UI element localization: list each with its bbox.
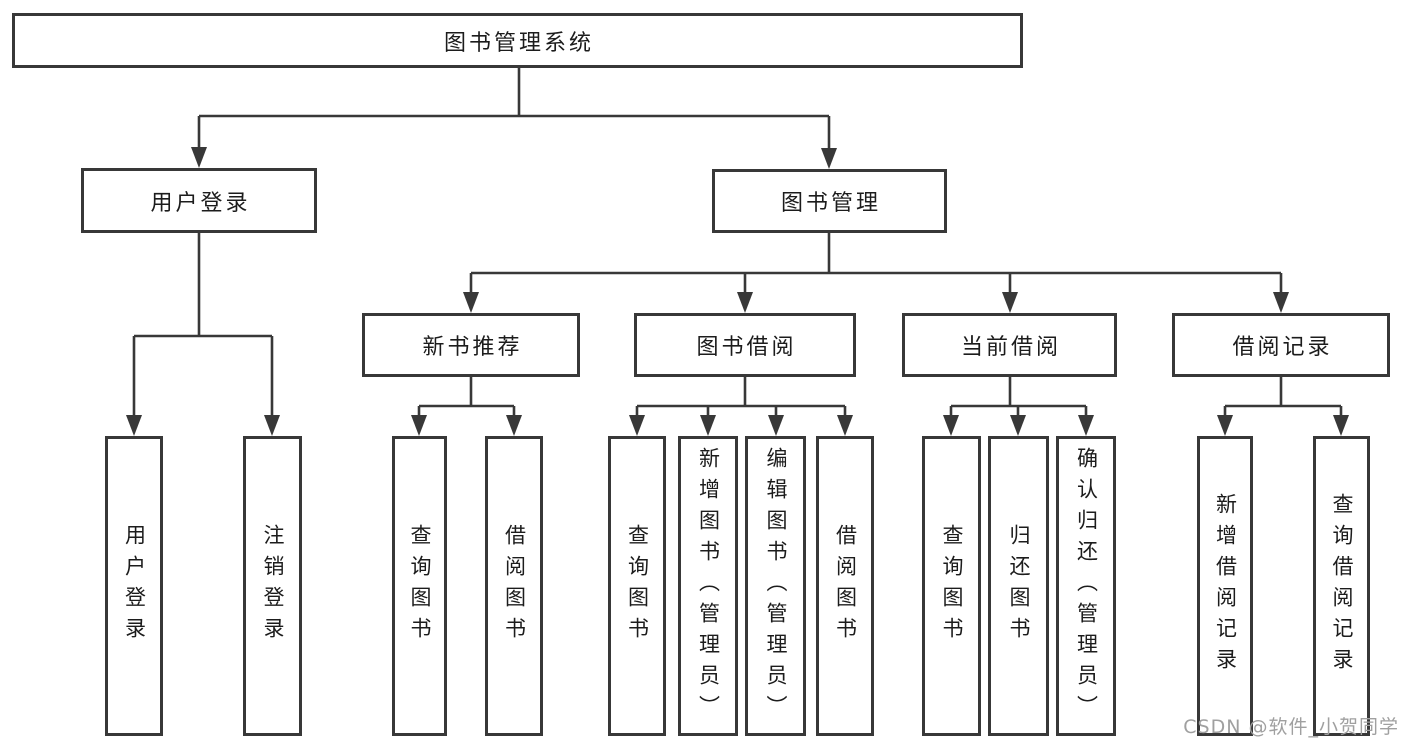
node-label: 新书推荐 <box>422 335 523 360</box>
leaf-borrow-books-1: 借阅图书 <box>485 436 543 736</box>
node-current-borrowing: 当前借阅 <box>902 313 1117 377</box>
node-new-book-recommend: 新书推荐 <box>362 313 580 377</box>
node-label: 用户登录 <box>150 190 251 216</box>
connector-current-borrowing-children <box>943 377 1094 436</box>
node-label: 借阅图书 <box>502 524 527 648</box>
node-label: 查询借阅记录 <box>1330 493 1354 679</box>
node-label: 借阅记录 <box>1232 335 1333 360</box>
node-borrowing-records: 借阅记录 <box>1172 313 1390 377</box>
leaf-logout: 注销登录 <box>243 436 302 736</box>
node-label: 查询图书 <box>625 524 650 648</box>
leaf-query-books-2: 查询图书 <box>608 436 666 736</box>
node-label: 确认归还（管理员） <box>1074 446 1099 726</box>
leaf-borrow-books-2: 借阅图书 <box>816 436 874 736</box>
node-label: 图书借阅 <box>696 335 797 360</box>
node-label: 用户登录 <box>122 524 147 648</box>
leaf-user-login: 用户登录 <box>105 436 163 736</box>
leaf-add-book-admin: 新增图书（管理员） <box>678 436 738 736</box>
node-label: 新增图书（管理员） <box>696 446 721 726</box>
connector-book-management-children <box>463 233 1289 313</box>
leaf-edit-book-admin: 编辑图书（管理员） <box>745 436 806 736</box>
connector-user-login-children <box>126 233 280 436</box>
node-label: 编辑图书（管理员） <box>764 446 788 726</box>
node-user-login: 用户登录 <box>81 168 317 233</box>
node-book-borrowing: 图书借阅 <box>634 313 856 377</box>
node-label: 图书管理 <box>780 191 881 216</box>
connector-book-borrowing-children <box>629 377 853 436</box>
connector-new-book-children <box>411 377 522 436</box>
node-book-management: 图书管理 <box>712 169 947 233</box>
node-label: 注销登录 <box>261 524 285 648</box>
leaf-return-books: 归还图书 <box>988 436 1049 736</box>
connector-root-to-level2 <box>191 68 837 169</box>
node-label: 当前借阅 <box>960 335 1061 360</box>
leaf-query-books-3: 查询图书 <box>922 436 981 736</box>
node-label: 图书管理系统 <box>443 30 594 56</box>
node-label: 查询图书 <box>940 524 964 648</box>
leaf-add-borrow-record: 新增借阅记录 <box>1197 436 1253 736</box>
connector-borrowing-records-children <box>1217 377 1349 436</box>
leaf-query-borrow-record: 查询借阅记录 <box>1313 436 1370 736</box>
node-label: 新增借阅记录 <box>1213 493 1238 679</box>
node-library-management-system: 图书管理系统 <box>12 13 1023 68</box>
node-label: 归还图书 <box>1007 524 1031 648</box>
leaf-confirm-return-admin: 确认归还（管理员） <box>1056 436 1116 736</box>
watermark: CSDN @软件_小贺同学 <box>1183 716 1399 738</box>
leaf-query-books-1: 查询图书 <box>392 436 447 736</box>
node-label: 查询图书 <box>408 524 432 648</box>
node-label: 借阅图书 <box>833 524 858 648</box>
